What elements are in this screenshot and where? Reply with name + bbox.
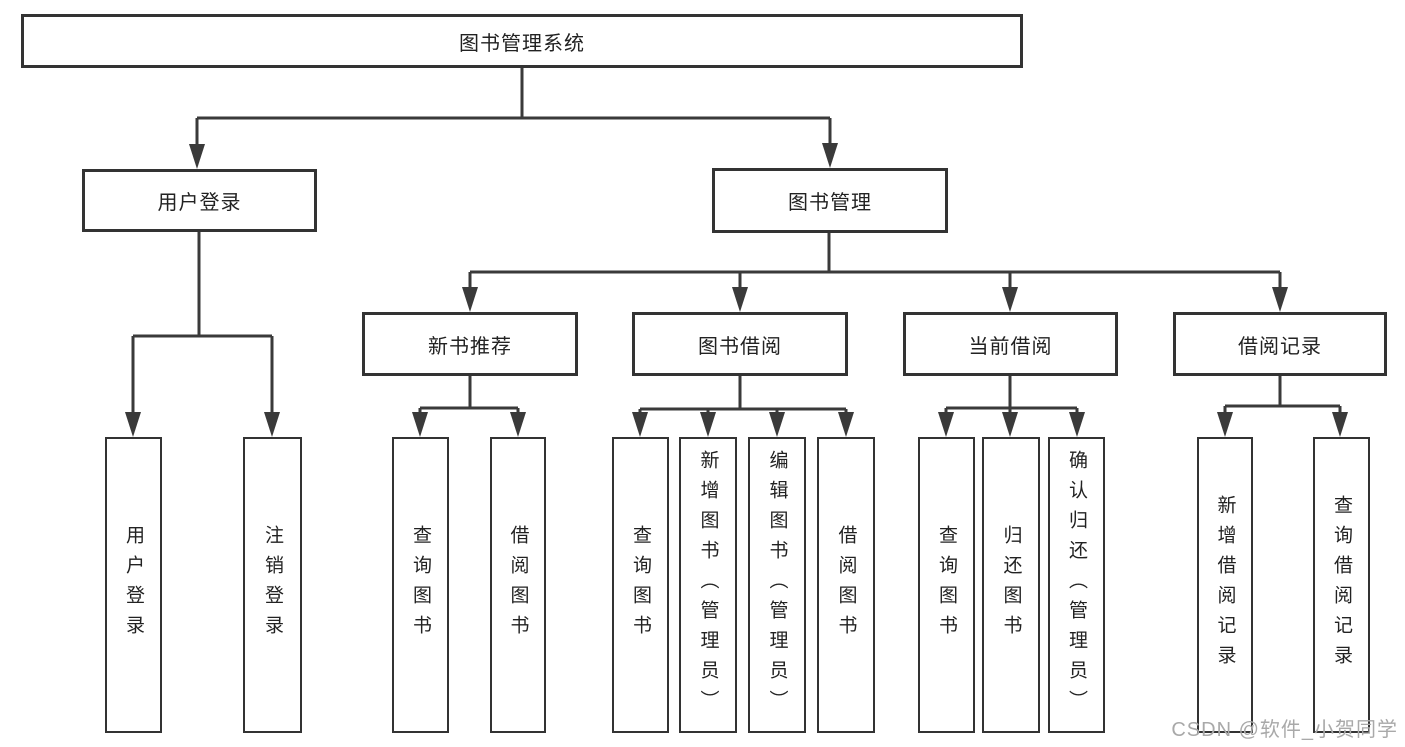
leaf-current-query-books: 查询图书 [918,437,975,733]
leaf-current-query-books-label: 查询图书 [936,525,957,645]
leaf-recommend-borrow-books-label: 借阅图书 [507,525,529,645]
leaf-borrowing-add-books-admin: 新增图书（管理员） [679,437,737,733]
leaf-records-add-record-label: 新增借阅记录 [1214,495,1236,675]
node-book-management: 图书管理 [712,168,948,233]
leaf-recommend-query-books-label: 查询图书 [410,525,431,645]
node-borrowing-records: 借阅记录 [1173,312,1387,376]
leaf-borrowing-query-books: 查询图书 [612,437,669,733]
leaf-borrowing-edit-books-admin-label: 编辑图书（管理员） [766,450,788,720]
node-root-system: 图书管理系统 [21,14,1023,68]
node-book-management-label: 图书管理 [788,192,872,214]
watermark-text: CSDN @软件_小贺同学 [1171,719,1398,741]
node-new-book-recommend: 新书推荐 [362,312,578,376]
leaf-records-query-record-label: 查询借阅记录 [1331,495,1352,675]
leaf-records-query-record: 查询借阅记录 [1313,437,1370,733]
leaf-borrowing-borrow-books-label: 借阅图书 [835,525,857,645]
leaf-logout: 注销登录 [243,437,302,733]
leaf-user-login: 用户登录 [105,437,162,733]
arrowheads [125,143,1348,437]
leaf-borrowing-borrow-books: 借阅图书 [817,437,875,733]
leaf-logout-label: 注销登录 [262,525,283,645]
leaf-borrowing-query-books-label: 查询图书 [630,525,651,645]
node-book-borrowing-label: 图书借阅 [698,335,782,358]
leaf-recommend-query-books: 查询图书 [392,437,449,733]
leaf-current-confirm-return-admin: 确认归还（管理员） [1048,437,1105,733]
node-root-system-label: 图书管理系统 [459,32,585,55]
node-current-borrowing-label: 当前借阅 [968,335,1053,358]
node-borrowing-records-label: 借阅记录 [1238,335,1322,358]
leaf-current-confirm-return-admin-label: 确认归还（管理员） [1066,450,1087,720]
leaf-borrowing-edit-books-admin: 编辑图书（管理员） [748,437,806,733]
node-user-login: 用户登录 [82,169,317,232]
leaf-borrowing-add-books-admin-label: 新增图书（管理员） [697,450,719,720]
leaf-current-return-books-label: 归还图书 [1000,525,1022,645]
node-book-borrowing: 图书借阅 [632,312,848,376]
node-new-book-recommend-label: 新书推荐 [428,335,512,358]
leaf-recommend-borrow-books: 借阅图书 [490,437,546,733]
leaf-user-login-label: 用户登录 [123,525,144,645]
leaf-current-return-books: 归还图书 [982,437,1040,733]
node-user-login-label: 用户登录 [157,192,242,214]
node-current-borrowing: 当前借阅 [903,312,1118,376]
leaf-records-add-record: 新增借阅记录 [1197,437,1253,733]
